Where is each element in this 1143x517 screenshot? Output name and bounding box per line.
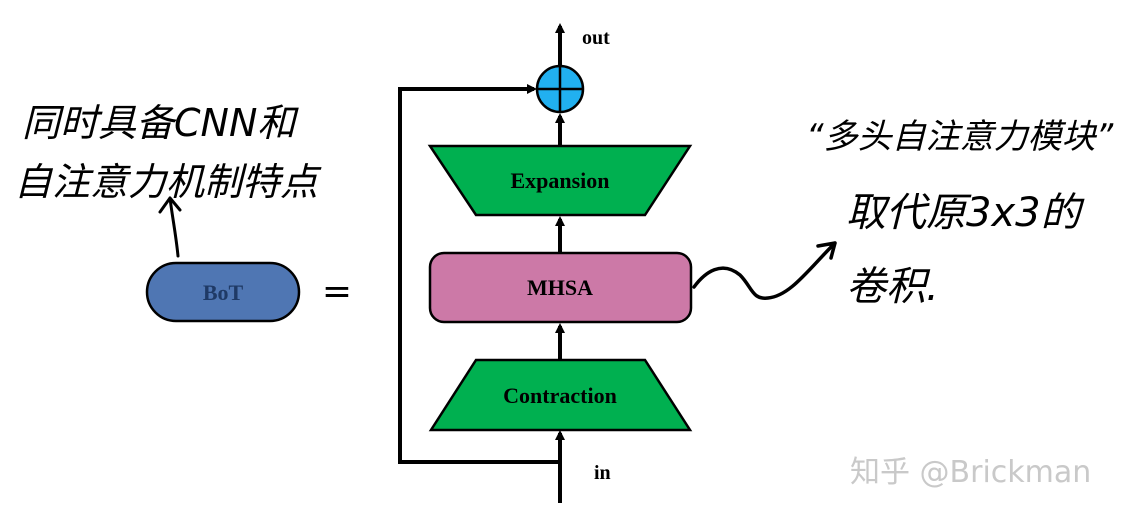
bot-block xyxy=(145,261,301,323)
expansion-block xyxy=(427,144,693,217)
equals-sign: = xyxy=(322,271,352,312)
right-note-title: “多头自注意力模块” xyxy=(806,117,1114,157)
skip-connection xyxy=(398,84,560,464)
output-label: out xyxy=(582,27,610,49)
contraction-label: Contraction xyxy=(503,383,617,408)
left-note-pointer xyxy=(158,196,182,258)
right-note-line2: 卷积. xyxy=(846,264,939,310)
mhsa-annotation-arrow xyxy=(692,241,837,300)
watermark: 知乎 @Brickman xyxy=(850,455,1091,490)
left-note-line2: 自注意力机制特点 xyxy=(14,160,322,204)
expansion-label: Expansion xyxy=(510,168,609,193)
left-note-line1: 同时具备CNN和 xyxy=(22,101,299,145)
contraction-block xyxy=(428,358,693,432)
input-label: in xyxy=(594,462,611,484)
mhsa-label: MHSA xyxy=(527,275,593,300)
bot-label: BoT xyxy=(203,280,244,305)
right-note-line1: 取代原3x3的 xyxy=(846,190,1085,236)
